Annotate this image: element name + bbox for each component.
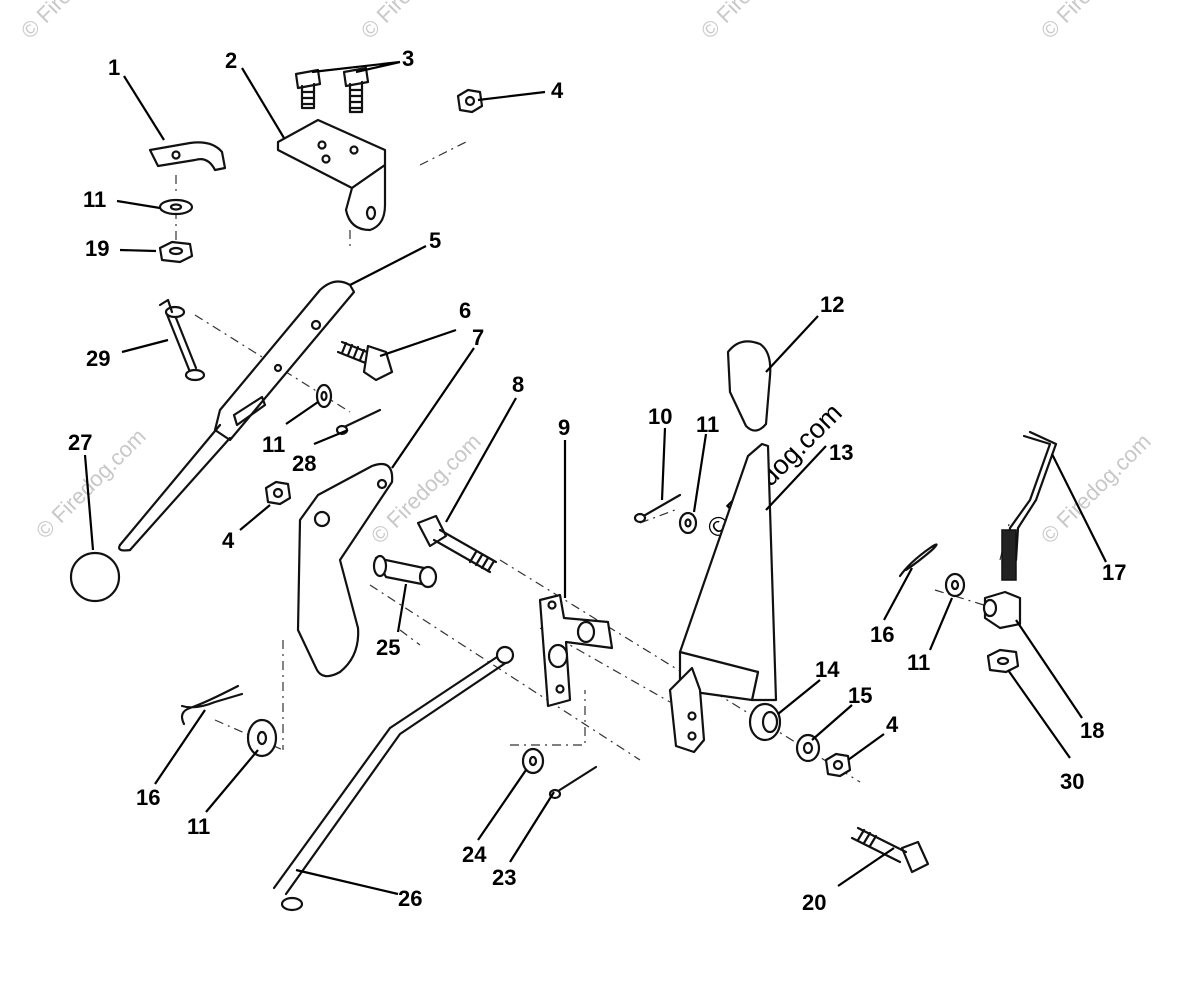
watermark-main: © Firedog.com	[701, 398, 848, 545]
part-16-hairpin	[180, 543, 938, 726]
callout-29: 29	[86, 346, 110, 371]
part-5-lever	[118, 280, 356, 552]
callout-30: 30	[1060, 769, 1084, 794]
callout-4: 4	[551, 78, 564, 103]
part-15-washer	[795, 733, 821, 763]
callout-17: 17	[1102, 560, 1126, 585]
part-28-cotter-pin	[335, 408, 382, 436]
callout-labels: 1 2 3 4 4 4 5 6 7 8 9 10 11 11 11 11 11 …	[68, 46, 1126, 915]
part-17-rod	[1001, 430, 1058, 581]
part-18-swivel	[982, 590, 1022, 630]
part-6-bolt	[336, 340, 394, 382]
callout-12: 12	[820, 292, 844, 317]
callout-25: 25	[376, 635, 400, 660]
part-29-link	[158, 298, 206, 382]
callout-24: 24	[462, 842, 487, 867]
callout-27: 27	[68, 430, 92, 455]
callout-6: 6	[459, 298, 471, 323]
callout-20: 20	[802, 890, 826, 915]
part-11-washers	[158, 198, 966, 775]
callout-4: 4	[222, 528, 235, 553]
part-19-nut	[158, 240, 194, 264]
leader-lines	[83, 60, 1107, 896]
watermark-faint: © Firedog.com	[1036, 429, 1156, 549]
callout-7: 7	[472, 325, 484, 350]
part-25-tube	[372, 554, 438, 589]
watermark-faint: © Firedog.com	[696, 0, 816, 44]
callout-1: 1	[108, 55, 120, 80]
callout-10: 10	[648, 404, 672, 429]
callout-11: 11	[83, 187, 106, 212]
part-14-bushing	[748, 702, 782, 742]
callout-26: 26	[398, 886, 422, 911]
callout-18: 18	[1080, 718, 1104, 743]
part-1-clip	[148, 141, 227, 172]
callout-3: 3	[402, 46, 414, 71]
callout-19: 19	[85, 236, 109, 261]
part-4-nuts	[264, 88, 852, 778]
callout-13: 13	[829, 440, 853, 465]
part-23-cotter-pin	[548, 765, 598, 800]
part-7-plate	[296, 462, 394, 678]
watermark-faint: © Firedog.com	[16, 0, 136, 44]
callout-5: 5	[429, 228, 441, 253]
callout-8: 8	[512, 372, 524, 397]
callout-16: 16	[136, 785, 160, 810]
callout-23: 23	[492, 865, 516, 890]
part-8-bolt	[416, 514, 498, 574]
part-26-rod	[272, 645, 515, 912]
callout-9: 9	[558, 415, 570, 440]
part-3-bolts	[294, 66, 370, 114]
part-9-bracket	[538, 593, 614, 708]
part-20-bolt	[850, 826, 930, 874]
callout-11: 11	[907, 650, 930, 675]
callout-16: 16	[870, 622, 894, 647]
part-30-nut	[986, 648, 1020, 674]
callout-4: 4	[886, 712, 899, 737]
callout-14: 14	[815, 657, 840, 682]
part-10-cotter-pin	[633, 493, 682, 524]
callout-11: 11	[696, 412, 719, 437]
callout-11: 11	[187, 814, 210, 839]
part-27-knob	[69, 551, 121, 603]
part-12-grip	[726, 340, 772, 432]
callout-11: 11	[262, 432, 285, 457]
callout-2: 2	[225, 48, 237, 73]
part-2-bracket	[276, 118, 387, 232]
watermark-faint: © Firedog.com	[1036, 0, 1156, 44]
part-13-lever	[668, 442, 778, 754]
watermark-faint: © Firedog.com	[356, 0, 476, 44]
callout-28: 28	[292, 451, 316, 476]
callout-15: 15	[848, 683, 872, 708]
